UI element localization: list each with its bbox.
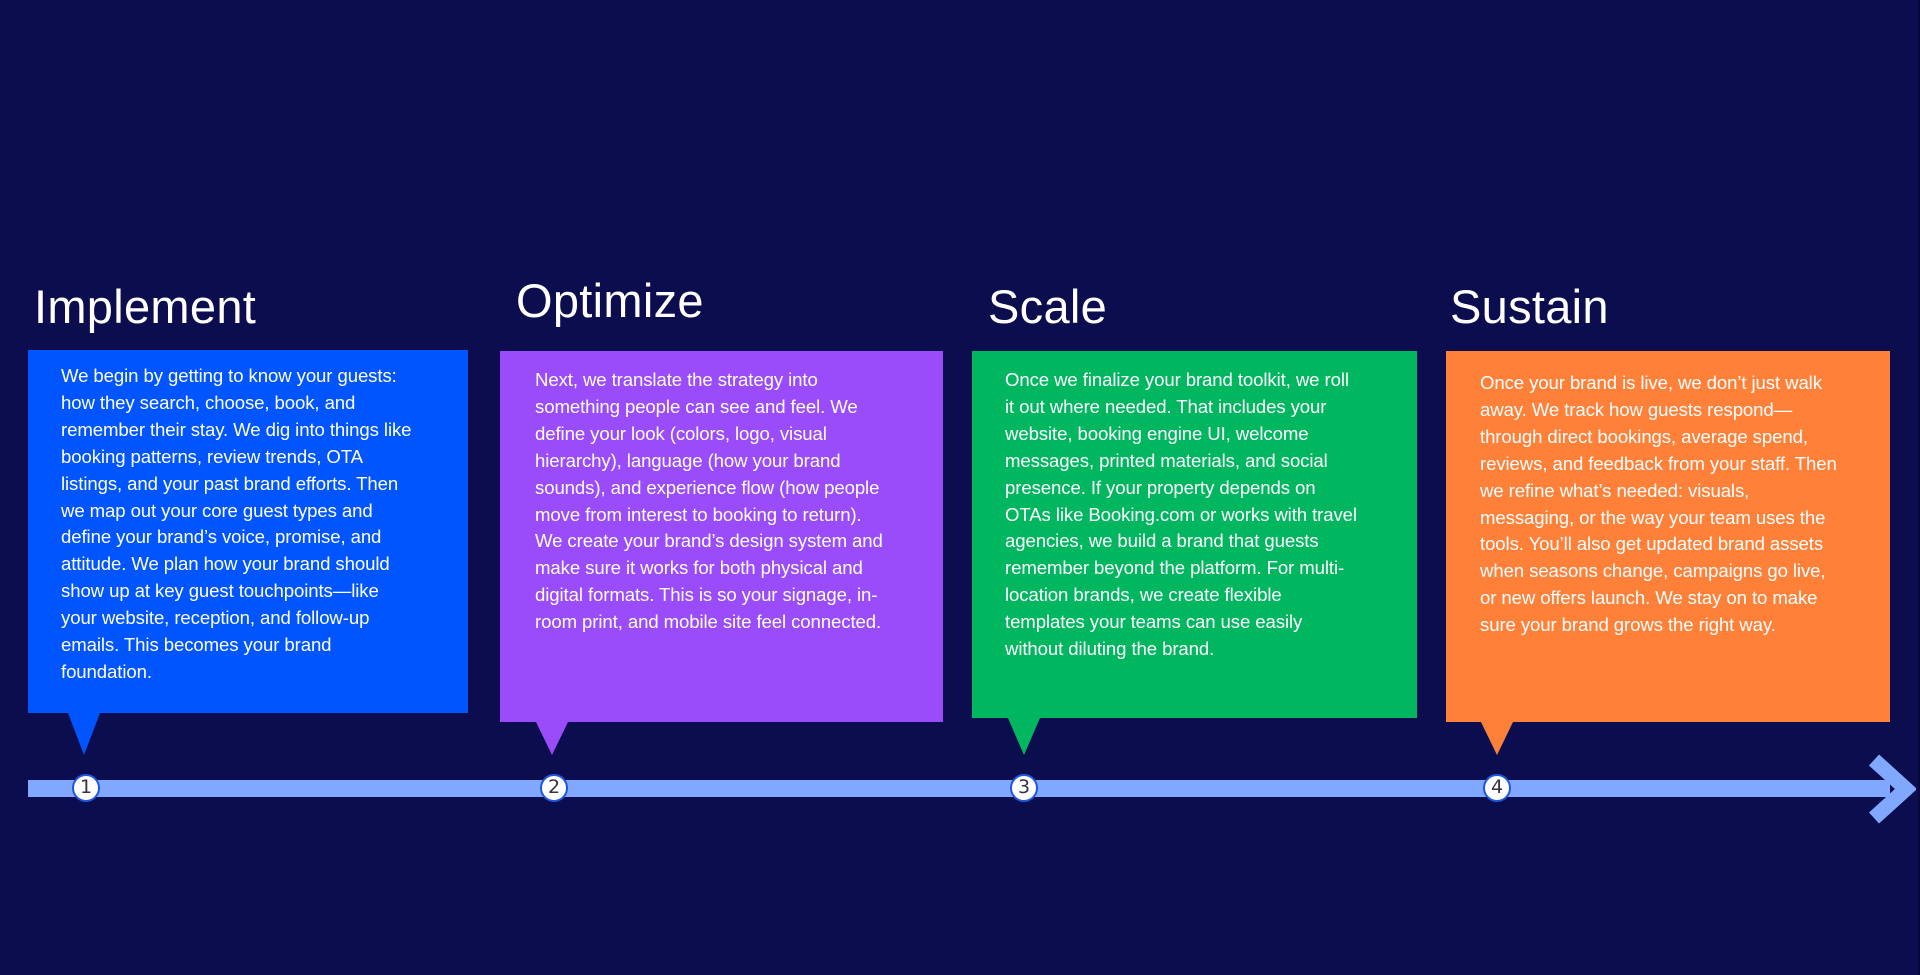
text-line: remember beyond the platform. For multi- (1005, 557, 1345, 579)
stage-description-sustain: Once your brand is live, we don’t just w… (1480, 370, 1837, 639)
text-line: foundation. (61, 660, 152, 682)
text-line: sure your brand grows the right way. (1480, 614, 1776, 636)
stage-card-scale (972, 351, 1417, 718)
text-line: Next, we translate the strategy into (535, 369, 818, 390)
text-line: digital formats. This is so your signage… (535, 584, 878, 606)
text-line: define your look (colors, logo, visual (535, 422, 827, 444)
text-line: emails. This becomes your brand (61, 634, 332, 656)
text-line: something people can see and feel. We (535, 395, 858, 417)
stage-pointer-scale (1008, 718, 1040, 755)
text-line: show up at key guest touchpoints—like (61, 580, 379, 602)
right-edge-strip (1918, 0, 1920, 975)
stage-title-optimize: Optimize (516, 274, 704, 327)
stage-card-optimize (500, 351, 943, 722)
stage-pointer-optimize (536, 722, 568, 755)
stage-pointer-implement (68, 713, 100, 755)
text-line: your website, reception, and follow-up (61, 607, 370, 629)
text-line: Once your brand is live, we don’t just w… (1480, 372, 1822, 393)
step-marker-4: 4 (1483, 774, 1511, 802)
stage-description-optimize: Next, we translate the strategy into som… (535, 367, 883, 636)
text-line: messaging, or the way your team uses the (1480, 506, 1826, 528)
text-line: room print, and mobile site feel connect… (535, 611, 882, 633)
text-line: sounds), and experience flow (how people (535, 476, 880, 498)
text-line: it out where needed. That includes your (1005, 395, 1327, 417)
text-line: agencies, we build a brand that guests (1005, 530, 1319, 552)
stage-card-sustain (1446, 351, 1890, 722)
text-line: how they search, choose, book, and (61, 391, 356, 413)
step-marker-1: 1 (72, 774, 100, 802)
text-line: move from interest to booking to return)… (535, 503, 862, 525)
timeline-bar (28, 780, 1890, 797)
text-line: through direct bookings, average spend, (1480, 425, 1808, 447)
text-line: away. We track how guests respond— (1480, 398, 1793, 420)
text-line: hierarchy), language (how your brand (535, 449, 841, 471)
text-line: attitude. We plan how your brand should (61, 553, 390, 575)
text-line: We create your brand’s design system and (535, 530, 883, 552)
text-line: listings, and your past brand efforts. T… (61, 472, 399, 494)
text-line: templates your teams can use easily (1005, 611, 1303, 633)
text-line: tools. You’ll also get updated brand ass… (1480, 533, 1824, 555)
text-line: messages, printed materials, and social (1005, 449, 1328, 471)
text-line: when seasons change, campaigns go live, (1480, 560, 1826, 582)
step-marker-3: 3 (1010, 774, 1038, 802)
stage-pointer-sustain (1481, 722, 1513, 755)
stage-title-sustain: Sustain (1450, 280, 1609, 333)
text-line: we refine what’s needed: visuals, (1480, 479, 1750, 501)
text-line: define your brand’s voice, promise, and (61, 526, 382, 548)
text-line: We begin by getting to know your guests: (61, 365, 397, 386)
text-line: OTAs like Booking.com or works with trav… (1005, 503, 1357, 525)
text-line: without diluting the brand. (1005, 638, 1215, 660)
text-line: website, booking engine UI, welcome (1005, 422, 1309, 444)
arrow-right-icon (1868, 754, 1916, 824)
text-line: reviews, and feedback from your staff. T… (1480, 452, 1837, 474)
text-line: or new offers launch. We stay on to make (1480, 587, 1818, 609)
text-line: presence. If your property depends on (1005, 476, 1316, 498)
text-line: Once we finalize your brand toolkit, we … (1005, 369, 1349, 390)
stage-description-scale: Once we finalize your brand toolkit, we … (1005, 367, 1357, 663)
step-marker-2: 2 (540, 774, 568, 802)
stage-title-implement: Implement (34, 280, 257, 333)
text-line: location brands, we create flexible (1005, 584, 1282, 606)
stage-card-implement (28, 350, 468, 713)
text-line: booking patterns, review trends, OTA (61, 445, 363, 467)
stage-description-implement: We begin by getting to know your guests:… (61, 363, 412, 686)
text-line: remember their stay. We dig into things … (61, 418, 412, 440)
stage-title-scale: Scale (988, 280, 1108, 333)
text-line: we map out your core guest types and (61, 499, 373, 521)
text-line: make sure it works for both physical and (535, 557, 863, 579)
